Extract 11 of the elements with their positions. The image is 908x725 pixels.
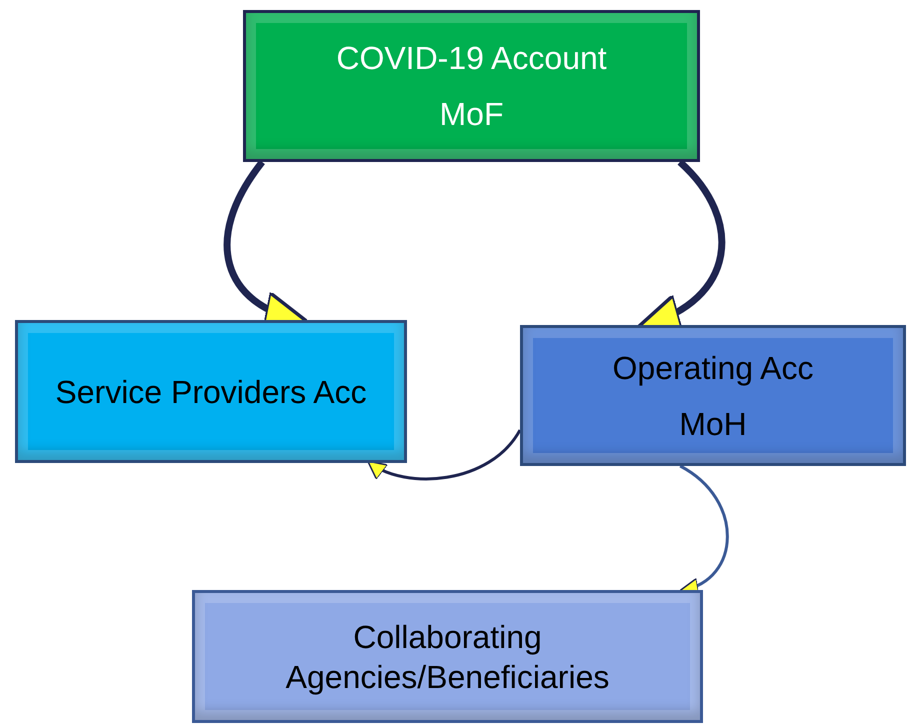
process-box [192,590,703,723]
box-label: Collaborating Agencies/Beneficiaries [284,618,610,696]
box-label: COVID-19 Account [336,39,607,78]
box-label: Operating Acc [612,348,814,388]
box-label: MoH [679,404,747,444]
process-box [243,10,700,162]
box-label: Service Providers Acc [55,372,367,412]
process-box [15,320,407,463]
curved-arrow [366,429,522,480]
box-label: MoF [440,95,504,134]
process-box [520,325,906,466]
